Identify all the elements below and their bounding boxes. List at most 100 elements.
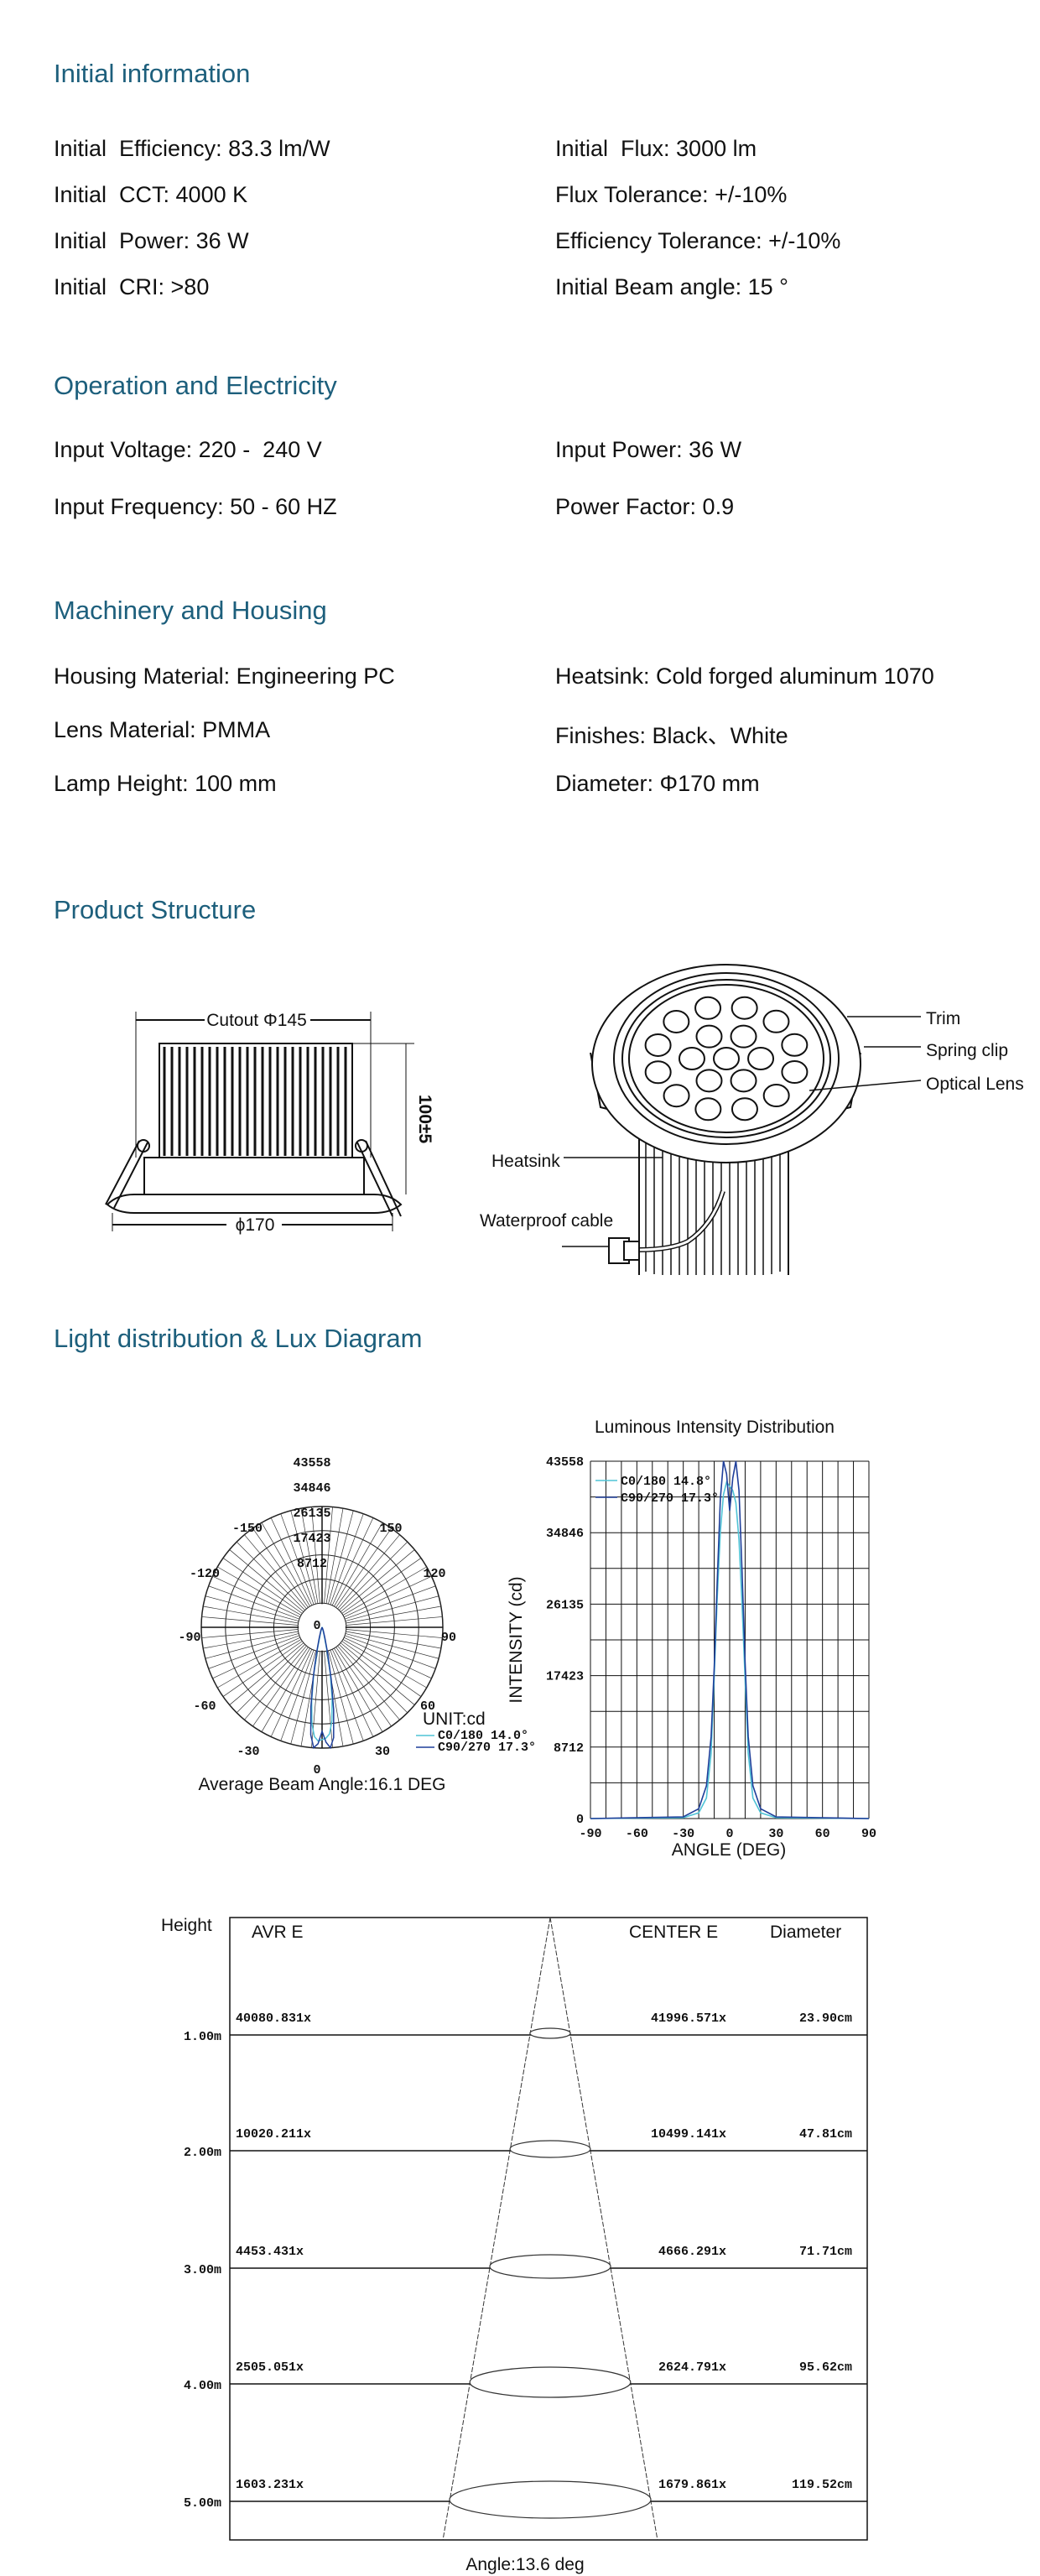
x-tick-label: 30 (768, 1827, 783, 1841)
polar-spoke (217, 1566, 302, 1616)
polar-spoke (324, 1507, 333, 1604)
y-tick-label: 0 (576, 1813, 584, 1827)
optical-lens (730, 1024, 757, 1049)
polar-caption: Average Beam Angle:16.1 DEG (199, 1775, 446, 1794)
y-tick-label: 8712 (554, 1741, 584, 1756)
cone-edge-left (442, 1917, 551, 2541)
polar-spoke (337, 1645, 400, 1720)
polar-spoke (341, 1641, 422, 1697)
polar-spoke (343, 1575, 432, 1618)
x-tick-label: 0 (725, 1827, 733, 1841)
callout-spring-clip: Spring clip (926, 1041, 1008, 1060)
polar-spoke (222, 1641, 303, 1697)
line-legend-c90: C90/270 17.3° (621, 1491, 719, 1506)
polar-spoke (203, 1605, 299, 1624)
lux-cone (442, 1917, 658, 2541)
lux-header-center: CENTER E (629, 1923, 718, 1942)
polar-spoke (201, 1616, 299, 1626)
polar-spoke (324, 1651, 333, 1748)
optical-lens (644, 1060, 672, 1085)
optical-lens (695, 1069, 723, 1093)
lux-avr: 4453.431x (236, 2245, 304, 2259)
y-tick-label: 17423 (546, 1670, 584, 1684)
spec-input-voltage: Input Voltage: 220 - 240 V (54, 437, 322, 462)
spec-cct: Initial CCT: 4000 K (54, 182, 248, 207)
lux-center: 2624.791x (658, 2360, 726, 2375)
polar-spoke (280, 1513, 315, 1605)
polar-spoke (331, 1648, 374, 1737)
line-series-1 (590, 1460, 870, 1819)
lux-height: 4.00m (184, 2379, 221, 2393)
lux-header-height: Height (161, 1916, 212, 1935)
polar-spoke (208, 1635, 300, 1669)
polar-spoke (229, 1549, 304, 1612)
spec-cri: Initial CRI: >80 (54, 274, 210, 299)
optical-lens (695, 1024, 723, 1049)
polar-spoke (340, 1549, 415, 1612)
y-tick-label: 34846 (546, 1527, 584, 1541)
polar-spoke (328, 1650, 354, 1745)
cone-edge-right (549, 1917, 658, 2541)
polar-radial-tick: 34846 (293, 1481, 330, 1496)
lux-beam-ellipse (449, 2480, 652, 2519)
lux-beam-ellipse (529, 2027, 571, 2039)
lux-header-diameter: Diameter (770, 1923, 841, 1942)
line-chart-title: Luminous Intensity Distribution (595, 1418, 835, 1437)
line-legend-c0: C0/180 14.8° (621, 1475, 711, 1489)
polar-angle-label: 60 (420, 1699, 435, 1714)
lux-caption: Angle:13.6 deg (465, 2555, 584, 2574)
optical-lens (762, 1084, 790, 1108)
polar-spoke (334, 1647, 383, 1732)
polar-spoke (340, 1642, 415, 1705)
polar-spoke (346, 1631, 441, 1649)
y-tick-label: 26135 (546, 1598, 584, 1612)
diameter-dimension-label: ϕ170 (236, 1215, 275, 1235)
polar-angle-label: -120 (190, 1567, 220, 1581)
lux-avr: 40080.831x (236, 2011, 311, 2026)
section-title-light: Light distribution & Lux Diagram (54, 1324, 423, 1353)
polar-spoke (270, 1648, 313, 1737)
polar-spoke (222, 1558, 303, 1614)
polar-spoke (201, 1629, 299, 1638)
callout-trim: Trim (926, 1009, 960, 1028)
polar-spoke (203, 1631, 299, 1649)
spec-flux: Initial Flux: 3000 lm (555, 136, 757, 161)
polar-spoke (236, 1644, 305, 1714)
polar-angle-label: -30 (237, 1745, 259, 1759)
polar-angle-label: -150 (232, 1522, 263, 1536)
polar-spoke (205, 1595, 299, 1621)
lux-avr: 10020.211x (236, 2127, 311, 2141)
polar-spoke (344, 1635, 436, 1669)
polar-spoke (345, 1595, 439, 1621)
product-structure-drawing: Cutout Φ145 100±5 ϕ170 Trim Spring clip … (105, 964, 1024, 1275)
spec-input-frequency: Input Frequency: 50 - 60 HZ (54, 494, 337, 519)
spec-input-power: Input Power: 36 W (555, 437, 742, 462)
polar-spoke (270, 1517, 313, 1606)
polar-spoke (335, 1527, 392, 1608)
callout-heatsink: Heatsink (491, 1152, 560, 1171)
polar-spoke (261, 1647, 310, 1732)
polar-spoke (331, 1517, 374, 1606)
polar-spoke (346, 1605, 441, 1624)
optical-lens (663, 1084, 690, 1108)
polar-spoke (311, 1507, 320, 1604)
x-tick-label: 90 (861, 1827, 876, 1841)
spec-beam-angle: Initial Beam angle: 15 ° (555, 274, 788, 299)
x-tick-label: 60 (815, 1827, 830, 1841)
polar-spoke (335, 1647, 392, 1727)
optical-lens (731, 996, 758, 1020)
spec-lens-material: Lens Material: PMMA (54, 717, 271, 742)
polar-intensity-chart (200, 1506, 444, 1750)
lux-diameter: 23.90cm (799, 2011, 852, 2026)
polar-spoke (205, 1633, 299, 1659)
polar-angle-label: 30 (375, 1745, 390, 1759)
polar-angle-label: 90 (441, 1631, 456, 1645)
polar-spoke (261, 1522, 310, 1607)
optical-lens (762, 1009, 790, 1033)
polar-legend-c90: C90/270 17.3° (438, 1741, 536, 1755)
lux-beam-ellipse (489, 2254, 611, 2279)
lux-avr: 1603.231x (236, 2478, 304, 2492)
lux-center: 1679.861x (658, 2478, 726, 2492)
spec-power: Initial Power: 36 W (54, 228, 249, 253)
